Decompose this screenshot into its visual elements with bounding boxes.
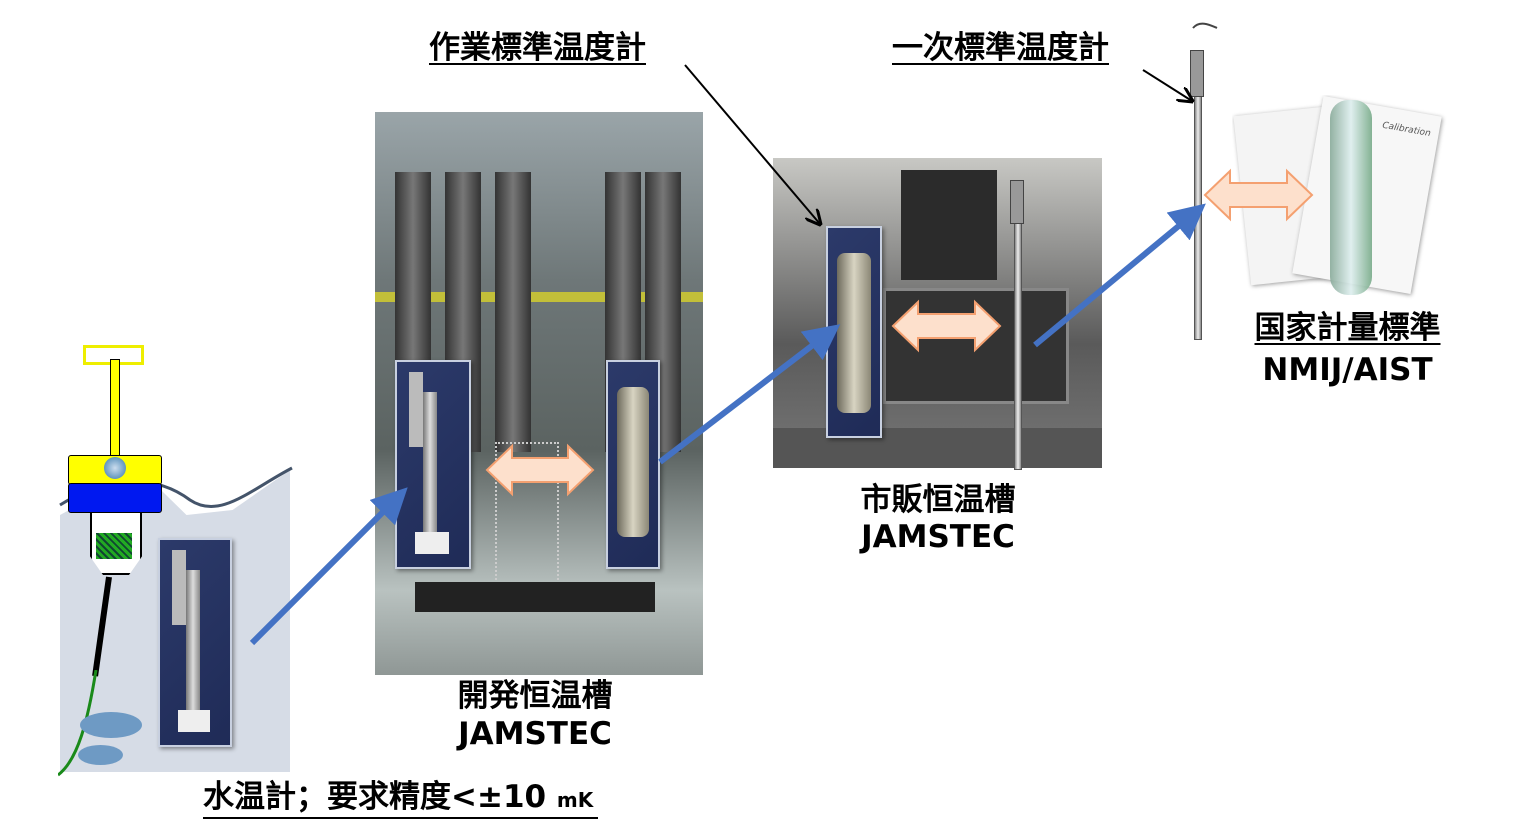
fish-icon bbox=[78, 745, 123, 765]
primary-standard-head bbox=[1190, 50, 1204, 97]
label-developed-bath: 開発恒温槽 bbox=[457, 678, 613, 714]
label-national-org: NMIJ/AIST bbox=[1262, 352, 1433, 388]
pointer-primary-standard bbox=[1142, 69, 1192, 101]
fish-icon bbox=[80, 712, 142, 738]
triple-point-cell bbox=[1330, 100, 1372, 295]
label-primary-standard: 一次標準温度計 bbox=[892, 30, 1109, 66]
buoy-bottom-blue bbox=[68, 483, 162, 513]
flow-arrow-1 bbox=[249, 487, 408, 646]
flow-arrow-2 bbox=[658, 324, 841, 465]
requirement-text: 水温計；要求精度<±10 bbox=[203, 779, 547, 815]
thermometer-photo-developed bbox=[395, 360, 471, 569]
label-commercial-bath: 市販恒温槽 bbox=[860, 482, 1016, 518]
label-working-standard: 作業標準温度計 bbox=[429, 30, 646, 66]
label-national-standard: 国家計量標準 bbox=[1254, 310, 1441, 346]
probe-cable bbox=[1192, 22, 1218, 29]
pointer-working-standard bbox=[684, 64, 820, 224]
commercial-bath-thermometer-head bbox=[1010, 180, 1024, 224]
thermometer-photo-buoy bbox=[158, 538, 232, 747]
label-developed-bath-org: JAMSTEC bbox=[458, 716, 612, 752]
double-arrow-commercial bbox=[891, 299, 1002, 353]
buoy-logo bbox=[104, 457, 126, 479]
requirement-unit: mK bbox=[556, 788, 594, 812]
working-standard-photo-developed bbox=[606, 360, 660, 569]
double-arrow-developed bbox=[485, 443, 595, 497]
buoy bbox=[58, 345, 163, 777]
flow-arrow-3 bbox=[1033, 203, 1206, 348]
mooring-rope bbox=[58, 670, 98, 777]
double-arrow-national bbox=[1203, 168, 1314, 222]
label-commercial-bath-org: JAMSTEC bbox=[861, 519, 1015, 555]
label-requirement: 水温計；要求精度<±10 mK bbox=[203, 780, 598, 819]
buoy-green-floats bbox=[96, 533, 132, 559]
working-standard-photo-commercial bbox=[826, 226, 882, 438]
calibration-certificate-photo: Calibration bbox=[1232, 95, 1447, 300]
